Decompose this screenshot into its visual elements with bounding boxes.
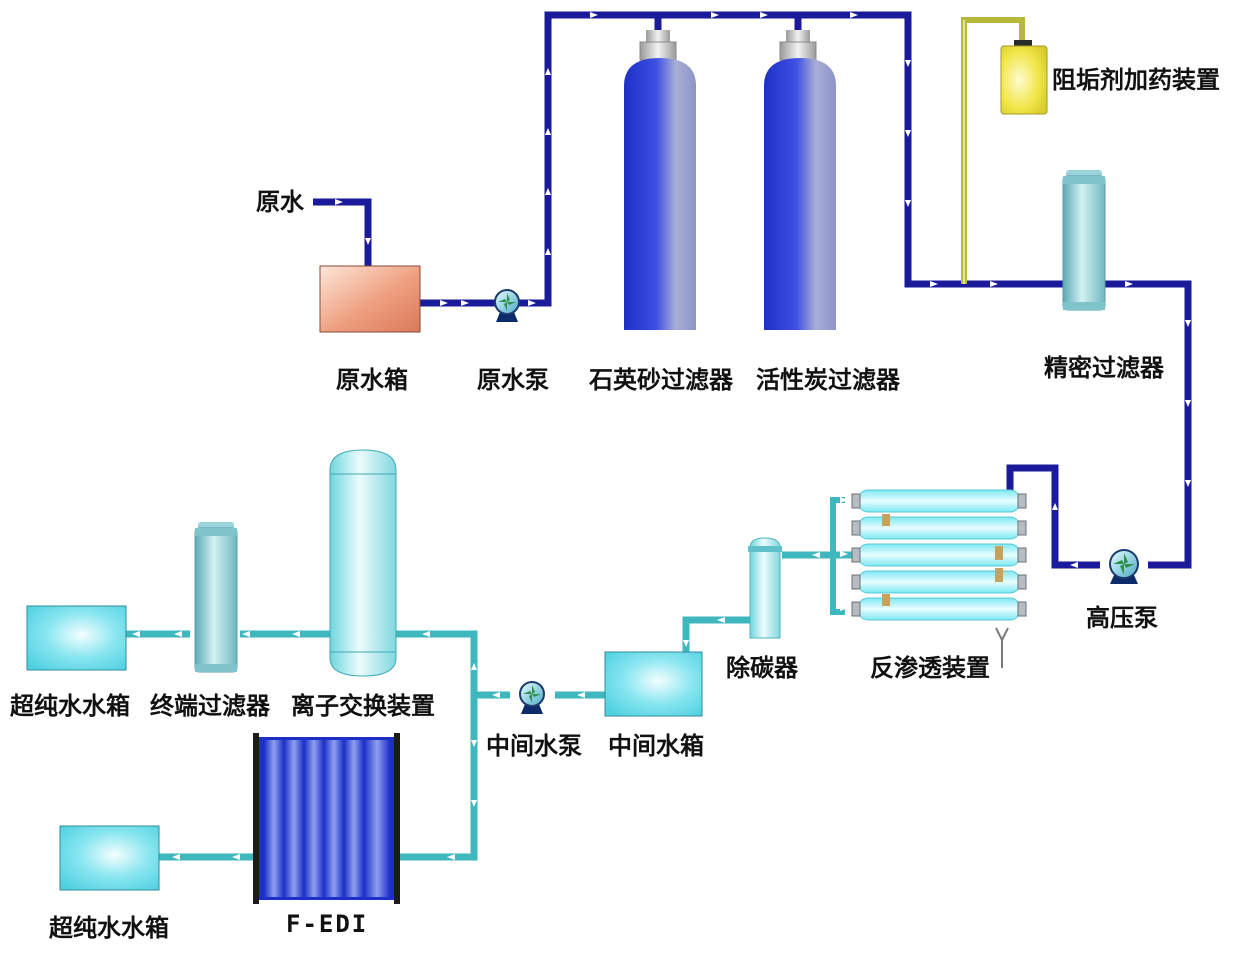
decarbonator <box>748 537 782 639</box>
antiscalant-dosing-tank <box>1000 40 1048 115</box>
fedi-module <box>253 733 400 904</box>
label-ultrapure-tank-2: 超纯水水箱 <box>49 914 169 942</box>
activated-carbon-filter <box>764 30 836 330</box>
ultrapure-water-tank-2 <box>59 825 160 891</box>
raw-water-pump <box>494 289 520 322</box>
intermediate-water-tank <box>604 651 703 717</box>
pipe-carbon-to-precision <box>798 11 1192 569</box>
blue-pipe-flow-arrows <box>335 12 1191 568</box>
label-raw-water-tank: 原水箱 <box>336 366 408 394</box>
label-fedi: F-EDI <box>286 910 369 938</box>
label-intermediate-tank: 中间水箱 <box>608 732 704 760</box>
label-intermediate-pump: 中间水泵 <box>486 732 582 760</box>
ultrapure-water-tank-1 <box>26 605 127 671</box>
pipe-quartz-to-carbon <box>658 11 802 40</box>
pipe-raw-water-inlet <box>313 198 372 266</box>
label-precision-filter: 精密过滤器 <box>1044 354 1164 382</box>
label-raw-water-pump: 原水泵 <box>477 366 549 394</box>
label-ion-exchange: 离子交换装置 <box>291 692 435 720</box>
teal-pipe-flow-arrows <box>132 552 820 860</box>
pipe-tank-to-pump <box>420 11 662 307</box>
terminal-filter <box>194 522 238 673</box>
label-terminal-filter: 终端过滤器 <box>150 692 270 720</box>
reverse-osmosis-unit <box>830 489 1027 668</box>
label-raw-water: 原水 <box>256 188 304 216</box>
label-quartz-sand-filter: 石英砂过滤器 <box>589 366 733 394</box>
quartz-sand-filter <box>624 30 696 330</box>
intermediate-water-pump <box>519 681 545 714</box>
label-antiscalant-dosing: 阻垢剂加药装置 <box>1052 66 1220 94</box>
high-pressure-pump <box>1109 549 1139 584</box>
precision-filter <box>1062 170 1106 311</box>
label-high-pressure-pump: 高压泵 <box>1086 604 1158 632</box>
pipe-pump-to-ionexchange <box>396 630 510 699</box>
ion-exchange-vessel <box>329 449 397 677</box>
pipe-pump-to-edi <box>398 695 478 861</box>
label-ultrapure-tank-1: 超纯水水箱 <box>10 692 130 720</box>
label-decarbonator: 除碳器 <box>726 654 798 682</box>
label-reverse-osmosis: 反渗透装置 <box>870 654 990 682</box>
label-activated-carbon-filter: 活性炭过滤器 <box>756 366 900 394</box>
raw-water-tank <box>319 265 421 333</box>
blue-pipe-network <box>313 11 1192 569</box>
